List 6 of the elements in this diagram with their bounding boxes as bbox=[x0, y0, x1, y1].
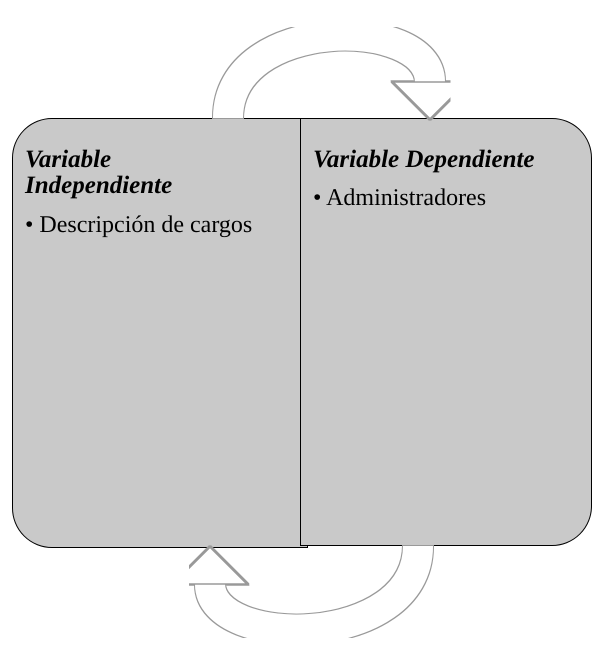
bullet-item: • Descripción de cargos bbox=[25, 212, 254, 238]
variable-panel bbox=[300, 118, 592, 546]
bullet-item: • Administradores bbox=[313, 185, 488, 212]
panel-heading: Variable Independiente bbox=[25, 147, 174, 200]
variable-panel bbox=[12, 118, 308, 548]
panel-heading: Variable Dependiente bbox=[313, 147, 536, 174]
